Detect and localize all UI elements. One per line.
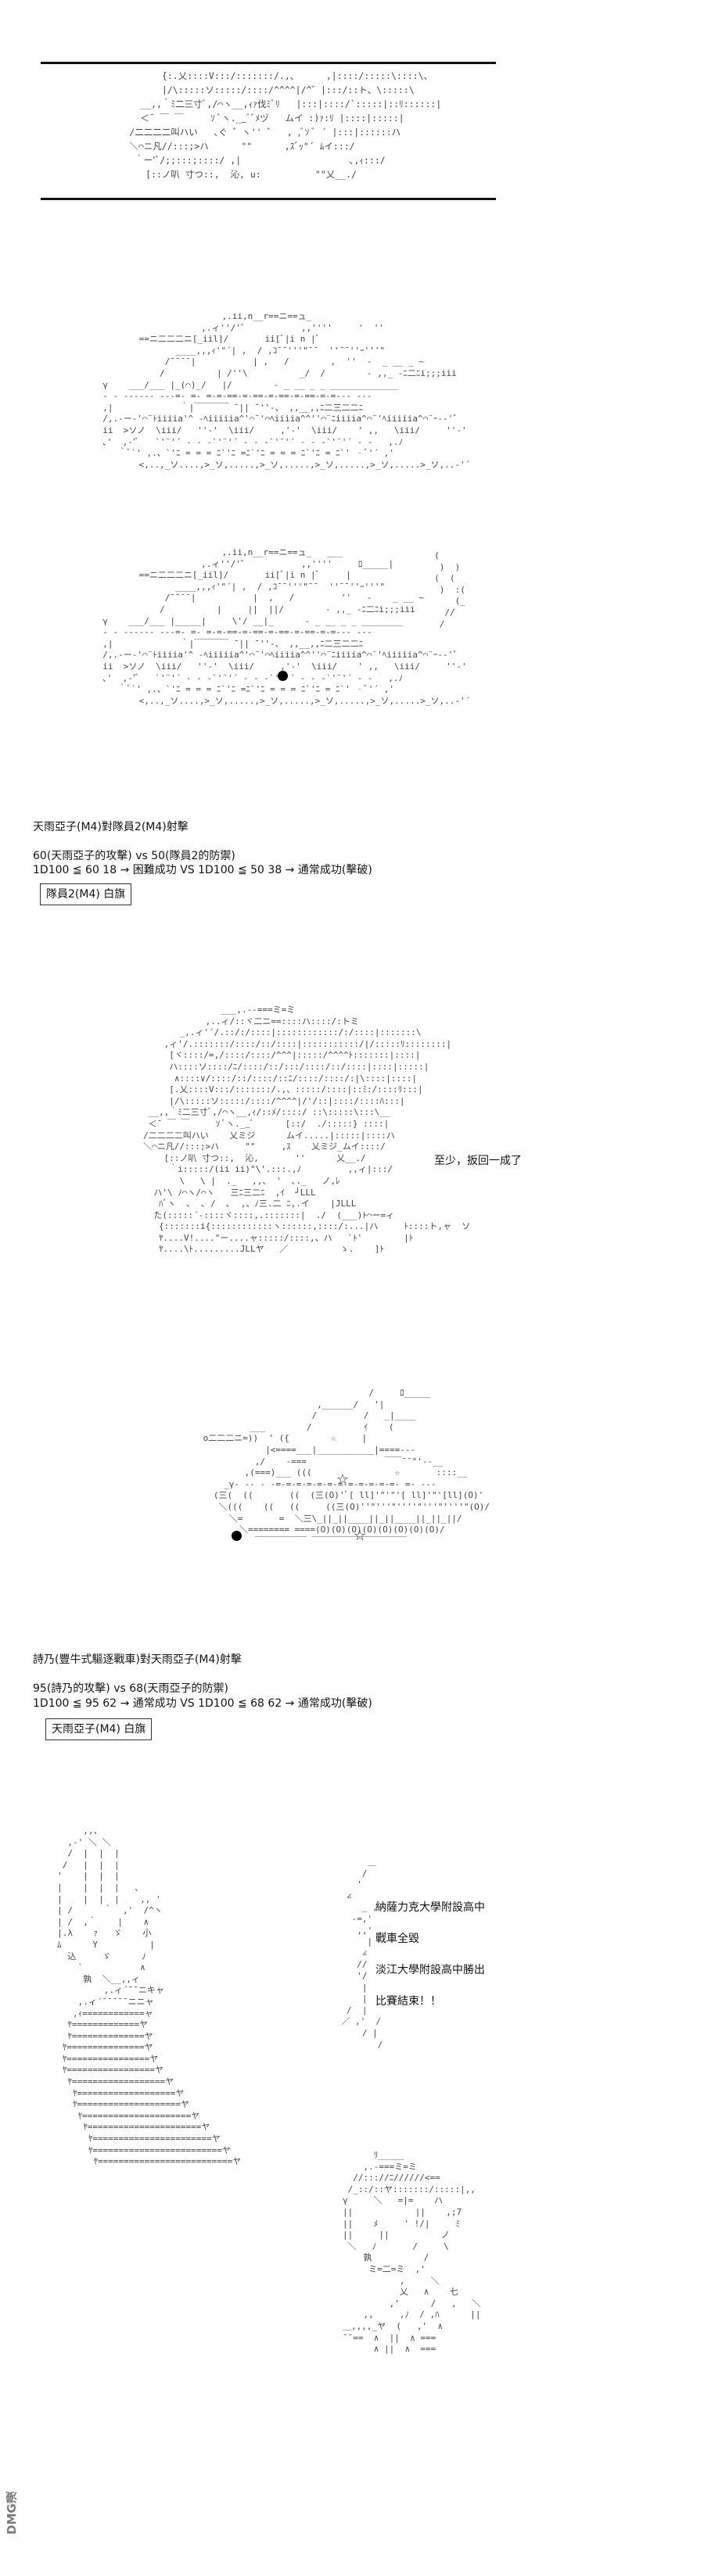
banner-bottom-rule bbox=[41, 198, 496, 200]
tank-ascii-art-3: / ﾛ_____ ,______/ '| / / _|____ ___ / ｲ … bbox=[203, 1388, 490, 1546]
banner-top-rule bbox=[41, 62, 496, 64]
round2-roll: 1D100 ≦ 95 62 → 通常成功 VS 1D100 ≦ 68 62 → … bbox=[33, 1697, 372, 1710]
smoke-ascii-art: ( ) ) ( ( ) :( (_ // / bbox=[434, 550, 465, 629]
bullet-impact-dot bbox=[278, 671, 288, 681]
round1-title: 天雨亞子(M4)對隊員2(M4)射擊 bbox=[33, 821, 189, 833]
tank-ascii-art-1: ,.ii,n__r==ニ==ュ_ ,.ィ''/'゛ ,,'''' ' '' ==… bbox=[102, 311, 471, 470]
match-result-list: 納薩力克大學附設高中 戰車全毀 淡江大學附設高中勝出 比賽結束！！ bbox=[375, 1892, 485, 2017]
result-line-1: 納薩力克大學附設高中 bbox=[375, 1901, 485, 1914]
round1-roll: 1D100 ≦ 60 18 → 困難成功 VS 1D100 ≦ 50 38 → … bbox=[33, 864, 372, 876]
shell-dot bbox=[232, 1531, 242, 1541]
speed-lines-ascii-art: ＿ / ' ∠ _ , -=,' ,,' ,, | ∠ // '/ | | / … bbox=[341, 1857, 388, 2050]
girl-speech-text: 至少，扳回一成了 bbox=[434, 1155, 522, 1167]
round2-white-flag-box: 天雨亞子(M4) 白旗 bbox=[45, 1718, 153, 1740]
round2-title: 詩乃(豐牛式驅逐戰車)對天雨亞子(M4)射擊 bbox=[33, 1653, 242, 1666]
round1-matchup: 60(天雨亞子的攻擊) vs 50(隊員2的防禦) bbox=[33, 850, 235, 862]
tank-star-icon-2: ☆ bbox=[354, 1528, 367, 1544]
result-line-3: 淡江大學附設高中勝出 bbox=[375, 1964, 485, 1976]
round1-white-flag-box: 隊員2(M4) 白旗 bbox=[40, 883, 132, 905]
round2-matchup: 95(詩乃的攻擊) vs 68(天雨亞子的防禦) bbox=[33, 1682, 228, 1695]
banner-ascii-art: {:.乂::::V:::/:::::::/.,、 ,|::::/:::::\::… bbox=[129, 70, 442, 180]
site-watermark-logo: DMG漫 bbox=[5, 2492, 19, 2535]
raised-hand-ascii-art: ,,、 ,-' ＼ ＼ / | | | / | | | ' | | | | | … bbox=[57, 1825, 242, 2167]
tank-ascii-art-2: ,.ii,n__r==ニ==ュ_ ___ ,.ィ''/'゛ ,,'''' ﾛ__… bbox=[102, 547, 471, 706]
girl-ascii-art: ___,.-‐===ミ=ミ ,..ィ/::ヾ二ニ==::::ハ::::/:トミ … bbox=[143, 1005, 471, 1255]
result-line-2: 戰車全毀 bbox=[375, 1933, 419, 1945]
celebrating-girl-ascii-art: ﾘ_____ ,.-===ミ=ミ //::://ﾆ//////<== /_::/… bbox=[342, 2150, 481, 2355]
tank-star-icon-1: ☆ bbox=[336, 1471, 350, 1488]
result-line-4: 比賽結束！！ bbox=[375, 1995, 441, 2008]
